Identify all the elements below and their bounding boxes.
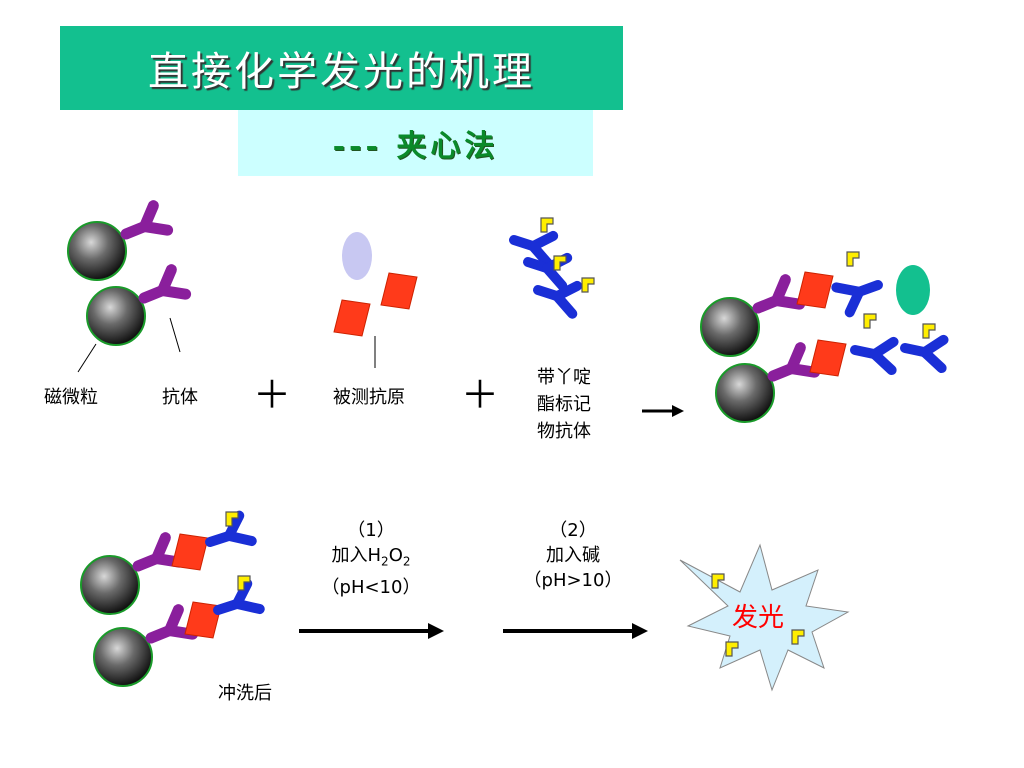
acridinium-marker xyxy=(581,277,595,293)
labeled-antibody xyxy=(510,225,557,264)
bead-label: 磁微粒 xyxy=(44,387,98,408)
light-emission: 发光 xyxy=(679,543,850,692)
antibody-pointer xyxy=(169,317,181,353)
acridinium-marker xyxy=(922,323,936,339)
acridinium-marker xyxy=(540,217,554,233)
emission-label: 发光 xyxy=(732,603,784,633)
antibody-label: 抗体 xyxy=(162,387,198,408)
other-substance xyxy=(342,232,372,280)
step1-subscript: 2 xyxy=(402,554,411,569)
magnetic-bead xyxy=(86,286,146,346)
antigen-group xyxy=(333,232,418,368)
plus-sign: ＋ xyxy=(253,373,292,417)
acridinium-marker xyxy=(863,313,877,329)
step1-action: 加入H2O2 xyxy=(316,543,426,575)
capture-antibody xyxy=(132,536,180,577)
labeled-antibody xyxy=(524,247,571,286)
reaction-arrow xyxy=(642,405,684,417)
step1-action-text: O xyxy=(388,545,403,566)
antigen xyxy=(171,533,209,571)
other-substance xyxy=(896,265,930,315)
plus-sign: ＋ xyxy=(461,373,500,417)
antigen xyxy=(809,339,847,377)
step2-condition: （pH>10） xyxy=(523,570,623,591)
capture-antibody xyxy=(120,204,168,245)
capture-antibody xyxy=(767,346,815,387)
magnetic-bead xyxy=(700,297,760,357)
antigen xyxy=(333,299,371,337)
labeled-antibody-label-line: 带丫啶 xyxy=(537,367,591,388)
antigen-label: 被测抗原 xyxy=(333,387,405,408)
page-title: 直接化学发光的机理 xyxy=(148,49,535,95)
step1-arrow xyxy=(299,623,444,639)
step1-number: （1） xyxy=(347,520,395,541)
step1-action-text: 加入H xyxy=(331,545,382,566)
labeled-antibody-label-line: 酯标记 xyxy=(537,394,591,415)
subtitle-box: --- 夹心法 xyxy=(238,110,593,176)
antigen xyxy=(380,272,418,310)
step2-text: （2） 加入碱 （pH>10） xyxy=(518,518,628,593)
capture-antibody xyxy=(145,608,193,649)
bead-pointer xyxy=(77,343,97,373)
sandwich-complex xyxy=(700,251,947,423)
labeled-antibody xyxy=(853,334,898,370)
bead-group xyxy=(67,204,186,373)
capture-antibody xyxy=(138,268,186,309)
step2-arrow xyxy=(503,623,648,639)
magnetic-bead xyxy=(715,363,775,423)
magnetic-bead xyxy=(67,221,127,281)
capture-antibody xyxy=(752,278,800,319)
washed-complex xyxy=(80,512,260,687)
magnetic-bead xyxy=(93,627,153,687)
step2-action: 加入碱 xyxy=(546,545,600,566)
step1-condition: （pH<10） xyxy=(321,576,421,598)
step2-number: （2） xyxy=(549,520,597,541)
washed-label: 冲洗后 xyxy=(218,683,272,704)
acridinium-marker xyxy=(846,251,860,267)
labeled-antibody-group xyxy=(510,217,595,314)
labeled-antibody-label: 带丫啶 酯标记 物抗体 xyxy=(537,364,591,445)
antigen xyxy=(796,271,834,309)
page-subtitle: --- 夹心法 xyxy=(332,129,499,164)
labeled-antibody xyxy=(213,582,260,621)
labeled-antibody xyxy=(836,274,883,314)
step1-subscript: 2 xyxy=(381,554,389,569)
starburst xyxy=(679,543,850,692)
magnetic-bead xyxy=(80,555,140,615)
title-box: 直接化学发光的机理 xyxy=(60,26,623,110)
step1-text: （1） 加入H2O2 （pH<10） xyxy=(316,518,426,600)
labeled-antibody-label-line: 物抗体 xyxy=(537,421,591,442)
